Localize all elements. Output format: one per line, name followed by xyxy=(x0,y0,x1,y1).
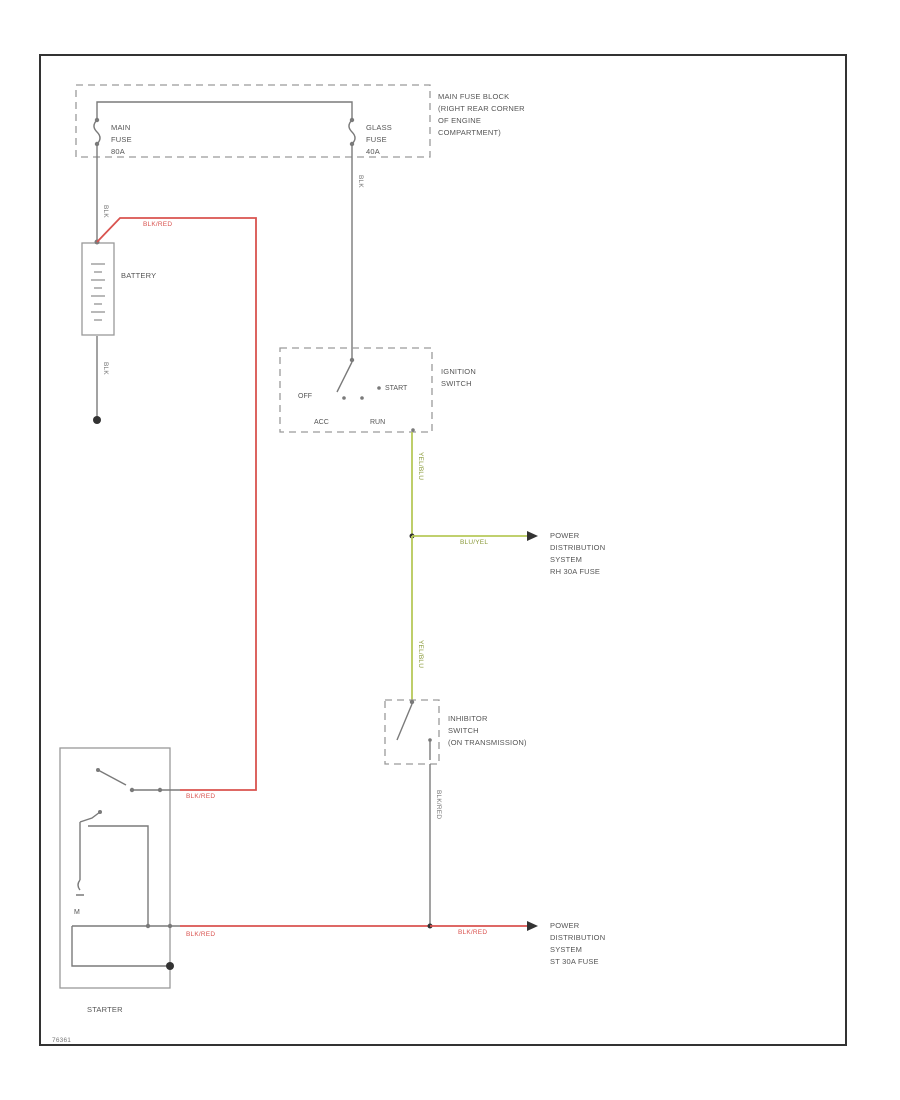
inhibitor-switch-blade-icon xyxy=(396,703,413,741)
wire-label-blk-ground: BLK xyxy=(102,362,109,375)
wire-label-blk-glass: BLK xyxy=(357,175,364,188)
wire-label-blk-main: BLK xyxy=(102,205,109,218)
battery: BATTERY xyxy=(81,239,156,336)
main-fuse-block: MAIN FUSE BLOCK (RIGHT REAR CORNER OF EN… xyxy=(75,84,527,158)
ignition-switch-blade-icon xyxy=(336,361,353,393)
starter-label: STARTER xyxy=(87,1005,123,1014)
diagram-id: 76361 xyxy=(52,1037,71,1044)
starter-coil-icon xyxy=(79,811,149,926)
wire-label-yel-ign: YEL/BLU xyxy=(417,452,424,480)
wire-label-blk-inhibitor: BLK/RED xyxy=(435,790,442,819)
ignition-position-off: OFF xyxy=(298,393,312,400)
wire-label-red-battery: BLK/RED xyxy=(143,221,172,228)
ignition-position-start: START xyxy=(385,385,408,392)
arrow-pds-lower-icon xyxy=(527,921,538,931)
main-fuse-block-label: MAIN FUSE BLOCK (RIGHT REAR CORNER OF EN… xyxy=(438,92,527,137)
main-fuse-icon xyxy=(93,117,101,147)
wire-red-battery-starter xyxy=(96,217,257,791)
power-dist-upper-label: POWER DISTRIBUTION SYSTEM RH 30A FUSE xyxy=(550,531,608,576)
starter-motor-icon: M xyxy=(74,909,80,916)
ignition-switch-label: IGNITION SWITCH xyxy=(441,367,478,388)
inhibitor-switch: INHIBITOR SWITCH (ON TRANSMISSION) xyxy=(384,699,527,765)
glass-fuse-icon xyxy=(348,117,356,147)
wire-label-red-starter-upper: BLK/RED xyxy=(186,793,215,800)
wire-label-red-starter-lower: BLK/RED xyxy=(186,931,215,938)
wire-label-yel-pds: BLU/YEL xyxy=(460,539,488,546)
diagram-frame xyxy=(39,54,847,1046)
starter-ground-icon xyxy=(166,962,174,970)
ignition-position-run: RUN xyxy=(370,419,385,426)
main-fuse-label: MAIN FUSE 80A xyxy=(111,123,134,156)
starter-solenoid-switch-icon xyxy=(97,769,127,786)
ground-terminal-icon xyxy=(93,416,101,424)
battery-icon xyxy=(91,263,105,321)
glass-fuse-label: GLASS FUSE 40A xyxy=(366,123,394,156)
battery-label: BATTERY xyxy=(121,271,156,280)
ignition-position-acc: ACC xyxy=(314,419,329,426)
ignition-switch: OFF START ACC RUN IGNITION SWITCH xyxy=(279,347,478,433)
inhibitor-switch-label: INHIBITOR SWITCH (ON TRANSMISSION) xyxy=(448,714,527,747)
starter: M STARTER xyxy=(59,747,180,1014)
arrow-pds-upper-icon xyxy=(527,531,538,541)
power-dist-lower-label: POWER DISTRIBUTION SYSTEM ST 30A FUSE xyxy=(550,921,608,966)
wire-label-yel-inhibitor: YEL/BLU xyxy=(417,640,424,668)
wire-label-red-pds-lower: BLK/RED xyxy=(458,929,487,936)
